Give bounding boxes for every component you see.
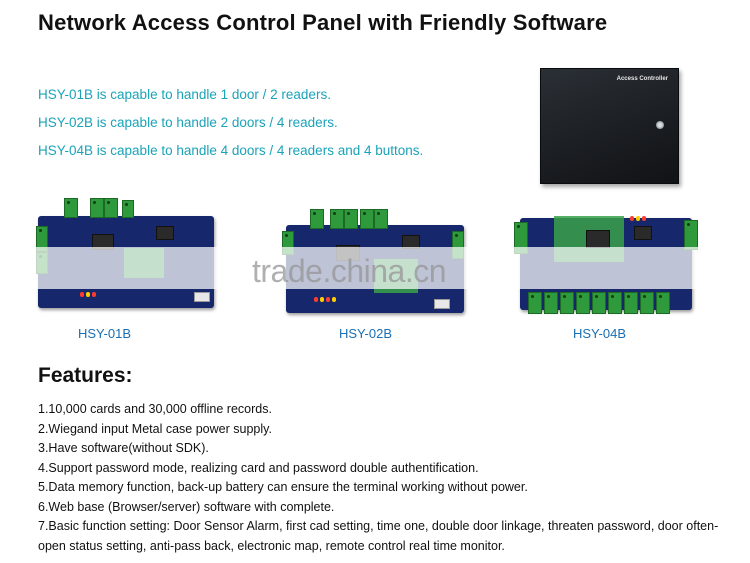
capability-line-hsy-04b: HSY-04B is capable to handle 4 doors / 4… <box>38 143 424 158</box>
watermark-band <box>30 247 720 289</box>
board-label-hsy-04b: HSY-04B <box>573 326 626 341</box>
capability-line-hsy-01b: HSY-01B is capable to handle 1 door / 2 … <box>38 87 331 102</box>
features-heading: Features: <box>38 364 133 387</box>
feature-item: 5.Data memory function, back-up battery … <box>38 480 528 494</box>
page-title: Network Access Control Panel with Friend… <box>38 10 608 35</box>
feature-item: 7.Basic function setting: Door Sensor Al… <box>38 519 719 553</box>
feature-item: 3.Have software(without SDK). <box>38 441 209 455</box>
lock-icon <box>656 121 664 129</box>
feature-item: 1.10,000 cards and 30,000 offline record… <box>38 402 272 416</box>
features-list: 1.10,000 cards and 30,000 offline record… <box>38 400 738 556</box>
board-label-hsy-02b: HSY-02B <box>339 326 392 341</box>
capability-line-hsy-02b: HSY-02B is capable to handle 2 doors / 4… <box>38 115 338 130</box>
feature-item: 2.Wiegand input Metal case power supply. <box>38 421 272 436</box>
watermark: trade.china.cn <box>252 253 447 289</box>
feature-item: 6.Web base (Browser/server) software wit… <box>38 499 335 514</box>
enclosure-label: Access Controller <box>616 76 668 82</box>
access-controller-enclosure-image: Access Controller <box>540 68 679 184</box>
board-label-hsy-01b: HSY-01B <box>78 326 131 341</box>
feature-item: 4.Support password mode, realizing card … <box>38 460 479 475</box>
